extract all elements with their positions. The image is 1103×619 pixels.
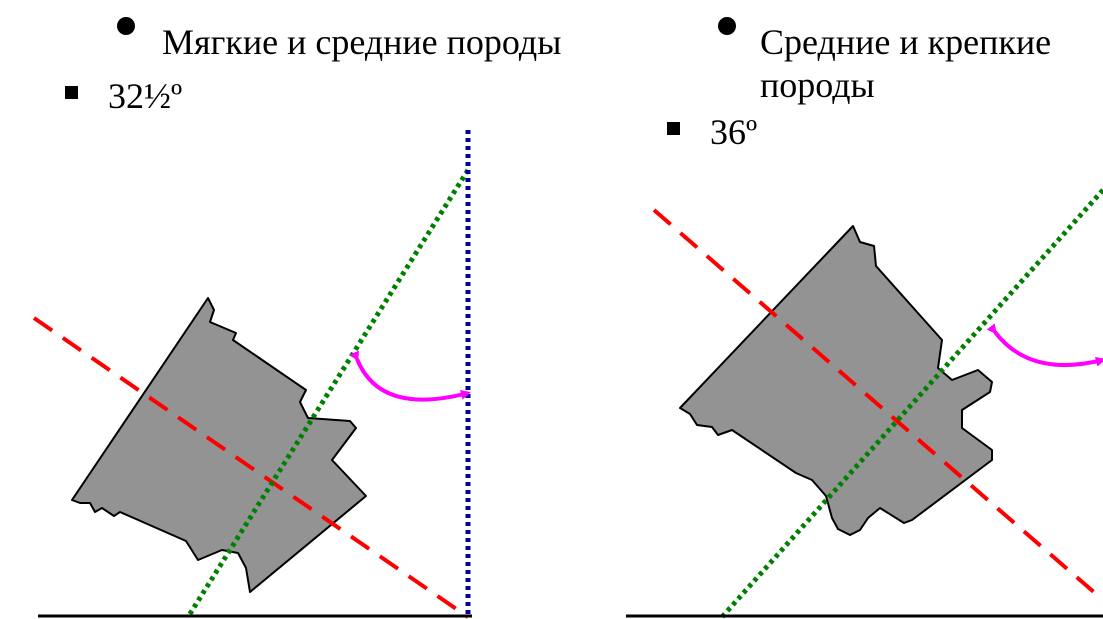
curved-double-arrow-icon	[349, 350, 471, 402]
right-heading-line1: Средние и крепкие	[760, 22, 1052, 62]
right-bit-body	[679, 225, 993, 536]
bullet-square-icon	[65, 86, 78, 99]
right-angle-label: 36º	[710, 112, 758, 152]
bullet-square-icon	[667, 122, 680, 135]
left-bit-axis	[32, 316, 470, 619]
left-diagram	[32, 130, 472, 619]
right-heading-line2: породы	[760, 65, 875, 105]
left-heading: Мягкие и средние породы	[162, 22, 562, 62]
curved-double-arrow-icon	[986, 323, 1103, 367]
right-bit-axis	[652, 208, 1103, 602]
bullet-dot-icon	[117, 17, 135, 35]
right-diagram	[626, 188, 1103, 619]
bullet-dot-icon	[718, 17, 736, 35]
left-angle-label: 32½º	[108, 76, 183, 116]
